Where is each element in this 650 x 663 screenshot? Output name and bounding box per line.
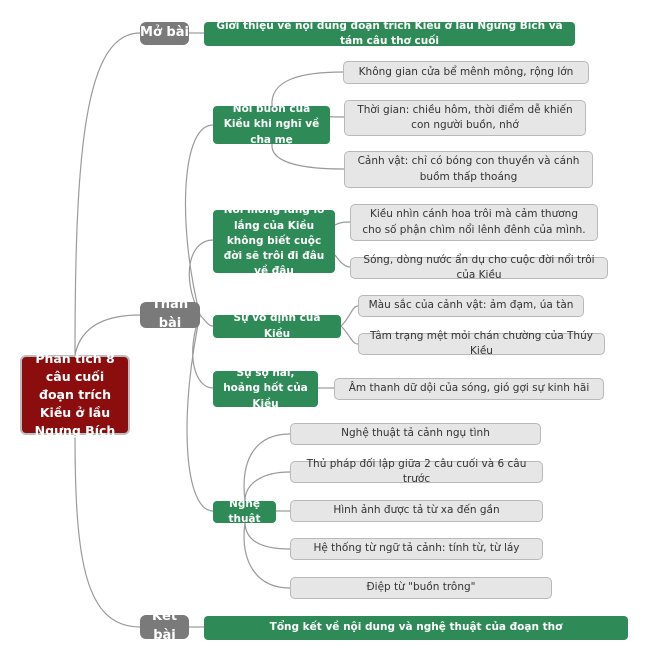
detail-mau-sac: Màu sắc của cảnh vật: ảm đạm, úa tàn: [358, 295, 584, 317]
detail-canh-vat: Cảnh vật: chỉ có bóng con thuyền và cánh…: [344, 151, 593, 188]
mo-bai-content: Giới thiệu về nội dung đoạn trích Kiều ở…: [204, 20, 575, 47]
detail-am-thanh: Âm thanh dữ dội của sóng, gió gợi sự kin…: [334, 378, 604, 400]
detail-thoi-gian: Thời gian: chiều hôm, thời điểm dễ khiến…: [344, 100, 586, 136]
section-mo-bai: Mở bài: [140, 22, 189, 45]
topic-vo-dinh: Sự vô định của Kiều: [213, 312, 341, 340]
topic-noi-buon: Nỗi buồn của Kiều khi nghĩ về cha mẹ: [213, 103, 330, 146]
detail-song-dong-nuoc: Sóng, dòng nước ẩn dụ cho cuộc đời nổi t…: [350, 254, 608, 281]
detail-doi-lap: Thủ pháp đối lập giữa 2 câu cuối và 6 câ…: [290, 458, 543, 485]
detail-diep-tu: Điệp từ "buồn trông": [290, 577, 552, 599]
topic-so-hai: Sự sợ hãi, hoảng hốt của Kiều: [213, 367, 318, 410]
topic-nghe-thuat: Nghệ thuật: [213, 498, 276, 525]
section-ket-bai: Kết bài: [140, 609, 189, 643]
detail-canh-hoa: Kiều nhìn cánh hoa trôi mà cảm thương ch…: [350, 204, 598, 241]
detail-he-thong-tu-ngu: Hệ thống từ ngữ tả cảnh: tính từ, từ láy: [290, 538, 543, 560]
topic-mong-lung: Nỗi mông lung lo lắng của Kiều không biế…: [213, 204, 335, 277]
detail-tam-trang: Tâm trạng mệt mỏi chán chường của Thúy K…: [358, 330, 605, 357]
section-than-bai: Thân bài: [140, 297, 200, 331]
detail-khong-gian: Không gian cửa bể mênh mông, rộng lớn: [343, 61, 589, 84]
detail-ta-canh-ngu-tinh: Nghệ thuật tả cảnh ngụ tình: [290, 423, 541, 445]
root-topic: Phân tích 8 câu cuối đoạn trích Kiều ở l…: [20, 351, 130, 438]
detail-hinh-anh: Hình ảnh được tả từ xa đến gần: [290, 500, 543, 522]
ket-bai-content: Tổng kết về nội dung và nghệ thuật của đ…: [204, 616, 628, 640]
